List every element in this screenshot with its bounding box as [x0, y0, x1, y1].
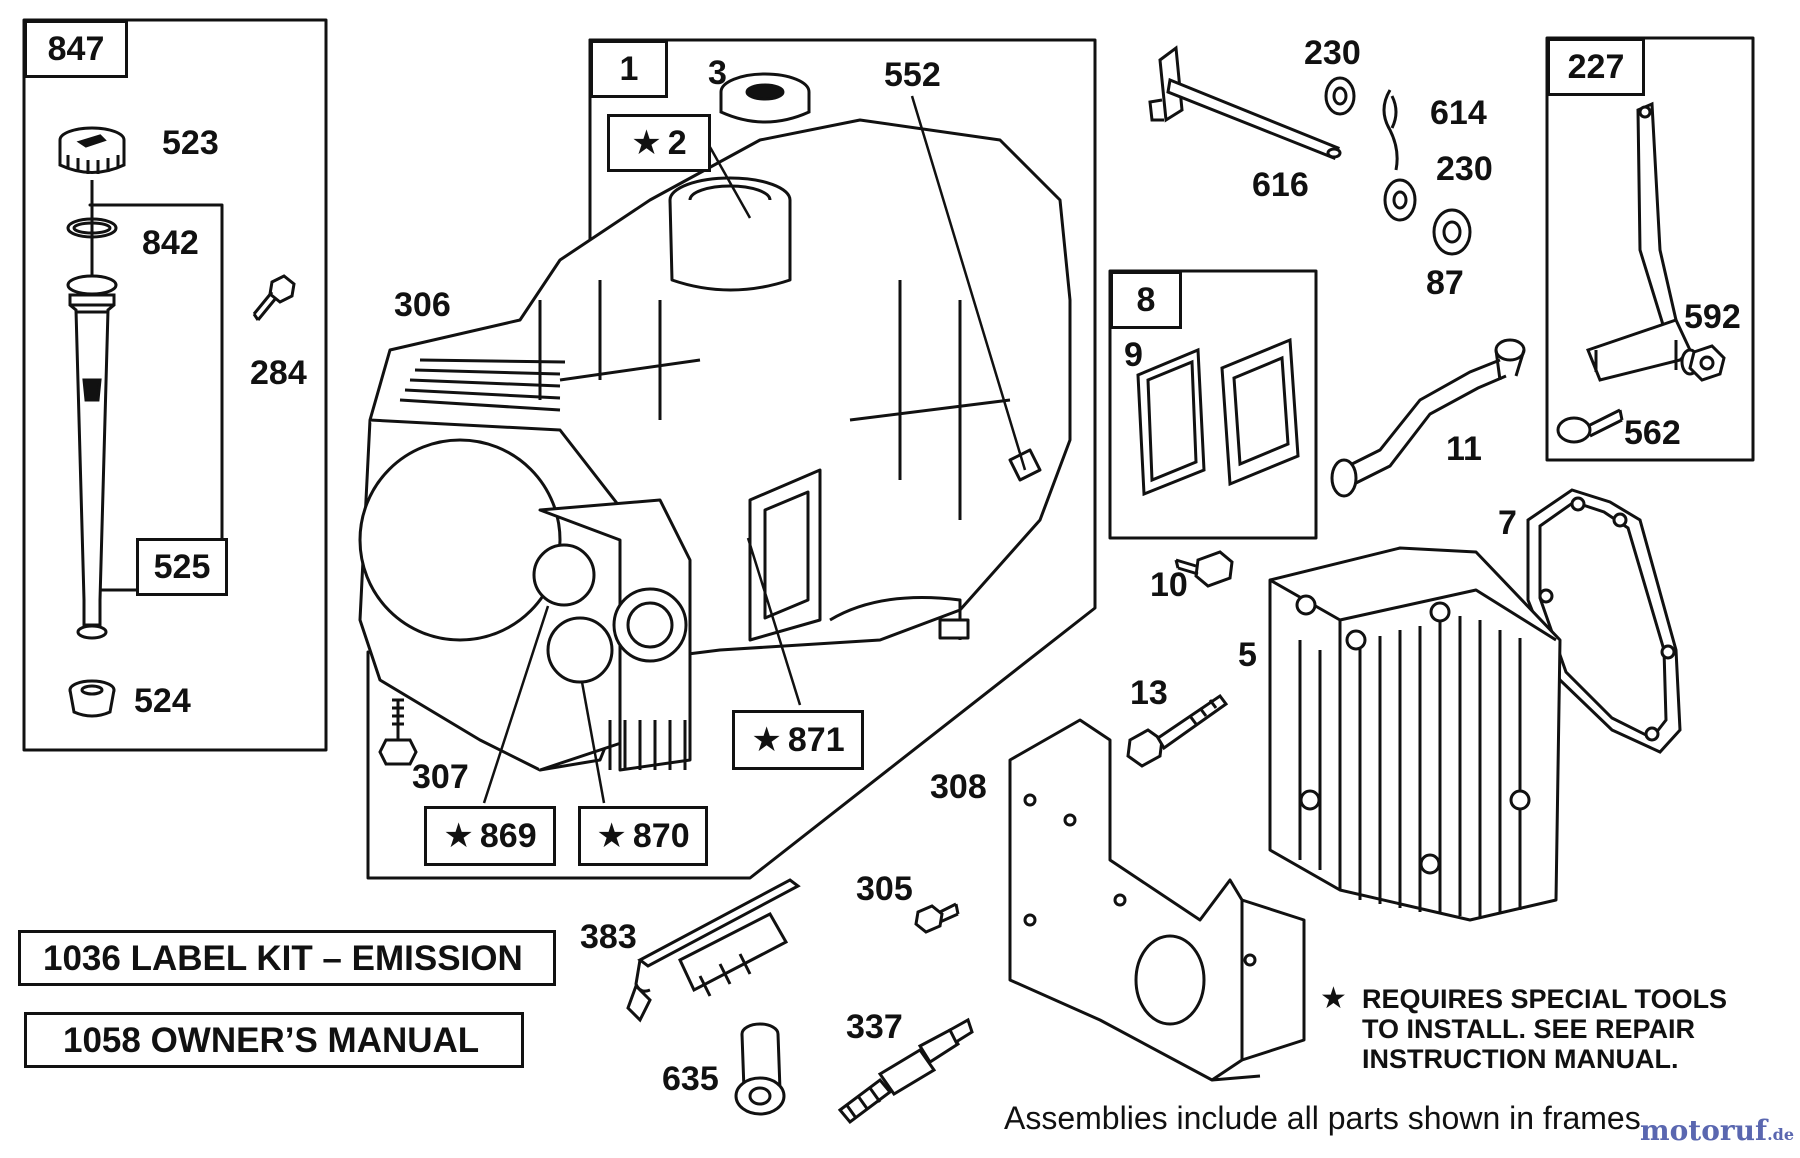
- part-label-635: 635: [662, 1060, 719, 1098]
- part-label-614: 614: [1430, 94, 1487, 132]
- star-box-870: ★ 870: [578, 806, 708, 866]
- watermark-suffix: .de: [1767, 1125, 1795, 1144]
- hairpin-614-drawing: [1382, 89, 1399, 171]
- oil-cap-523-drawing: [58, 126, 126, 174]
- spark-plug-337-drawing: [837, 1017, 974, 1125]
- special-tools-note-line3: INSTRUCTION MANUAL.: [1362, 1044, 1679, 1074]
- frame-label-847: 847: [24, 20, 128, 78]
- oil-seal-3-drawing: [719, 72, 811, 124]
- part-label-616: 616: [1252, 166, 1309, 204]
- part-label-305: 305: [856, 870, 913, 908]
- frame-227-outline: [1545, 36, 1755, 462]
- tube-seal-524-drawing: [68, 679, 116, 718]
- dipstick-tube-drawing: [66, 180, 118, 640]
- bolt-13-drawing: [1126, 693, 1229, 768]
- star-icon: ★: [443, 817, 474, 855]
- governor-shaft-616-drawing: [1148, 45, 1342, 160]
- part-label-284: 284: [250, 354, 307, 392]
- elbow-fitting-635-drawing: [734, 1022, 786, 1116]
- star-icon: ★: [596, 817, 627, 855]
- part-label-383: 383: [580, 918, 637, 956]
- part-label-3: 3: [708, 54, 727, 92]
- special-tools-note-line1: REQUIRES SPECIAL TOOLS: [1362, 984, 1728, 1014]
- label-kit-box: 1036 LABEL KIT – EMISSION: [18, 930, 556, 986]
- note-star-icon: ★: [1320, 981, 1347, 1016]
- cylinder-head-5-drawing: [1268, 546, 1562, 922]
- drain-plug-383-drawing: [626, 878, 801, 1023]
- frame-label-8: 8: [1110, 271, 1182, 329]
- part-label-7: 7: [1498, 504, 1517, 542]
- breather-tube-11-drawing: [1330, 338, 1526, 498]
- part-label-552: 552: [884, 56, 941, 94]
- star-box-869: ★ 869: [424, 806, 556, 866]
- star-box-869-text: 869: [479, 817, 537, 855]
- star-icon: ★: [751, 721, 782, 759]
- head-gasket-7-drawing: [1526, 488, 1682, 754]
- special-tools-note-line2: TO INSTALL. SEE REPAIR: [1362, 1014, 1696, 1044]
- frame-label-525: 525: [136, 538, 228, 596]
- star-box-871: ★ 871: [732, 710, 864, 770]
- part-label-842: 842: [142, 224, 199, 262]
- part-label-592: 592: [1684, 298, 1741, 336]
- frame-842-bracket: [88, 203, 224, 592]
- bolt-307-drawing: [378, 698, 418, 766]
- star-box-2-text: 2: [667, 124, 687, 162]
- watermark-logo: motoruf.de: [1640, 1114, 1794, 1147]
- part-label-87: 87: [1426, 264, 1464, 302]
- owners-manual-box: 1058 OWNER’S MANUAL: [24, 1012, 524, 1068]
- control-bracket-drawing: [1586, 101, 1700, 382]
- screw-284-drawing: [252, 274, 296, 321]
- screw-562-drawing: [1556, 408, 1624, 444]
- star-icon: ★: [631, 124, 662, 162]
- part-label-524: 524: [134, 682, 191, 720]
- watermark-brand: motoruf: [1640, 1114, 1768, 1147]
- washer-87-drawing: [1432, 208, 1472, 256]
- part-label-9: 9: [1124, 336, 1143, 374]
- part-label-5: 5: [1238, 636, 1257, 674]
- leader-lines-block: [482, 95, 1027, 804]
- breather-cover-drawing: [1220, 337, 1300, 487]
- washer-230-top-drawing: [1324, 76, 1356, 116]
- part-label-11: 11: [1446, 430, 1482, 468]
- part-label-230-lower: 230: [1436, 150, 1493, 188]
- screw-305-drawing: [914, 902, 960, 934]
- part-label-562: 562: [1624, 414, 1681, 452]
- cylinder-baffle-308-drawing: [1008, 718, 1306, 1082]
- special-tools-note: REQUIRES SPECIAL TOOLS TO INSTALL. SEE R…: [1362, 984, 1727, 1074]
- part-label-308: 308: [930, 768, 987, 806]
- cylinder-block-drawing: [358, 118, 1072, 772]
- part-label-13: 13: [1130, 674, 1168, 712]
- washer-230-lower-drawing: [1383, 178, 1417, 222]
- assemblies-note: Assemblies include all parts shown in fr…: [1004, 1100, 1650, 1136]
- part-label-307: 307: [412, 758, 469, 796]
- frame-8-outline: [1108, 269, 1318, 540]
- bolt-10-drawing: [1174, 550, 1234, 588]
- frame-847-outline: [22, 18, 328, 752]
- star-box-871-text: 871: [787, 721, 845, 759]
- star-box-870-text: 870: [632, 817, 690, 855]
- star-box-2: ★ 2: [607, 114, 711, 172]
- part-label-306: 306: [394, 286, 451, 324]
- frame-label-227: 227: [1547, 38, 1645, 96]
- part-label-523: 523: [162, 124, 219, 162]
- frame-label-1: 1: [590, 40, 668, 98]
- frame-1-outline: [366, 38, 1097, 880]
- breather-gasket-9-drawing: [1136, 347, 1206, 497]
- part-label-337: 337: [846, 1008, 903, 1046]
- part-label-10: 10: [1150, 566, 1188, 604]
- locknut-592-drawing: [1688, 344, 1726, 382]
- part-label-230-upper: 230: [1304, 34, 1361, 72]
